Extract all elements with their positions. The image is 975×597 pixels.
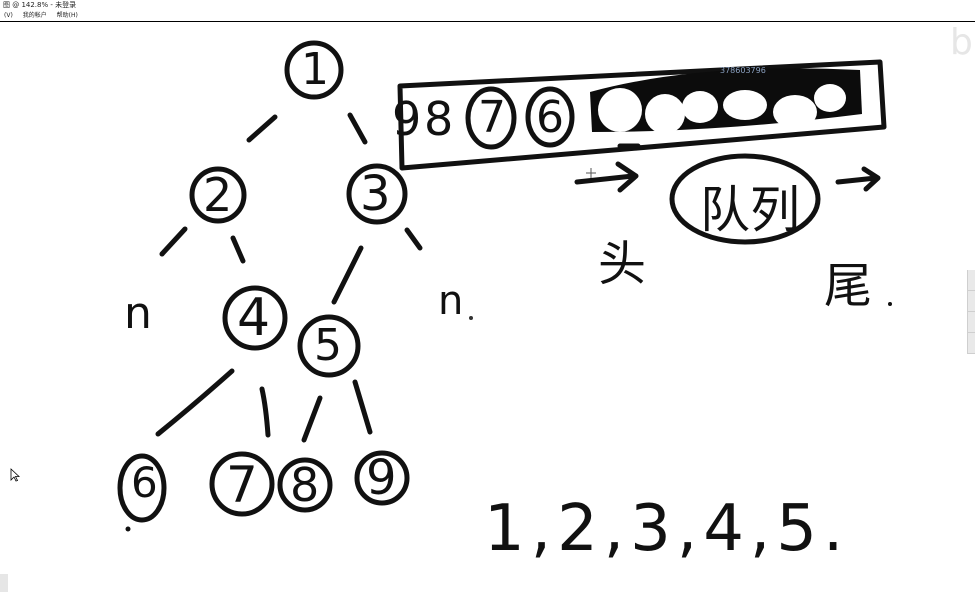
head-label: 头 xyxy=(598,236,647,292)
node-7-circle xyxy=(209,451,275,517)
canvas-border xyxy=(0,21,975,22)
node-9-label: 9 xyxy=(366,450,397,506)
tail-arrow xyxy=(835,166,881,192)
queue-cell-7-circle xyxy=(465,86,517,150)
window-title-bar: 图 @ 142.8% - 未登录 xyxy=(0,0,975,11)
side-panel-strip[interactable] xyxy=(967,270,975,354)
null-marker-right: n xyxy=(438,278,464,324)
queue-id-overlay: 378603796 xyxy=(720,66,766,75)
tail-label: 尾 xyxy=(824,258,873,314)
edge-5-9 xyxy=(352,379,373,435)
node-4-label: 4 xyxy=(237,288,271,348)
menu-view[interactable]: (V) xyxy=(4,12,13,19)
node-6-label: 6 xyxy=(131,458,158,507)
side-panel-cell[interactable] xyxy=(968,270,975,291)
drawing-canvas[interactable]: 1 2 3 4 5 6 7 8 9 n n 9 8 7 6 378603796 … xyxy=(0,22,975,592)
queue-item-8: 8 xyxy=(424,92,454,146)
node-8-circle xyxy=(277,457,333,513)
edge-4-7 xyxy=(259,386,271,438)
node-1-circle xyxy=(284,40,344,100)
node-7-label: 7 xyxy=(226,456,258,514)
ink-dot xyxy=(125,526,131,532)
menu-bar: (V) 我的帐户 帮助(H) xyxy=(0,11,975,21)
node-5-label: 5 xyxy=(314,320,342,371)
side-panel-cell[interactable] xyxy=(968,312,975,333)
node-2-label: 2 xyxy=(203,168,233,222)
edge-2-4 xyxy=(230,235,246,264)
side-panel-cell[interactable] xyxy=(968,333,975,354)
node-8-label: 8 xyxy=(290,458,320,512)
edge-3-5 xyxy=(331,245,364,305)
edge-2-n xyxy=(159,226,188,257)
crosshair-cursor-icon xyxy=(586,168,596,178)
node-4-circle xyxy=(222,285,288,351)
menu-my-account[interactable]: 我的帐户 xyxy=(22,12,47,19)
node-2-circle xyxy=(189,166,247,224)
edge-1-3 xyxy=(347,112,368,145)
node-3-label: 3 xyxy=(360,166,391,222)
ink-dot xyxy=(469,316,473,320)
node-5-circle xyxy=(297,314,361,378)
faint-watermark-glyph: b xyxy=(950,22,973,63)
queue-label-ellipse xyxy=(669,153,821,245)
window-title: 图 @ 142.8% - 未登录 xyxy=(3,1,77,9)
null-marker-left: n xyxy=(124,288,152,339)
side-panel-cell[interactable] xyxy=(968,291,975,312)
scribbled-out-area xyxy=(590,68,862,134)
queue-label: 队列 xyxy=(700,181,800,239)
sequence-text: 1,2,3,4,5. xyxy=(484,492,850,566)
head-arrow xyxy=(574,161,639,193)
mouse-cursor-icon xyxy=(10,468,20,482)
edge-3-n xyxy=(404,227,423,251)
node-3-circle xyxy=(346,163,408,225)
menu-help[interactable]: 帮助(H) xyxy=(56,12,78,19)
queue-item-7: 7 xyxy=(478,92,506,143)
edge-5-8 xyxy=(301,395,323,443)
corner-panel xyxy=(0,574,8,592)
edge-4-6 xyxy=(155,368,235,437)
node-6-circle xyxy=(117,453,167,523)
queue-item-6: 6 xyxy=(536,92,564,143)
ink-dot xyxy=(888,302,892,306)
ink-strokes xyxy=(117,40,892,532)
queue-cell-6-circle xyxy=(525,86,575,148)
queue-rectangle xyxy=(397,59,887,171)
edge-1-2 xyxy=(246,114,278,143)
node-1-label: 1 xyxy=(301,44,329,95)
queue-item-9: 9 xyxy=(392,92,422,146)
node-9-circle xyxy=(354,450,410,506)
